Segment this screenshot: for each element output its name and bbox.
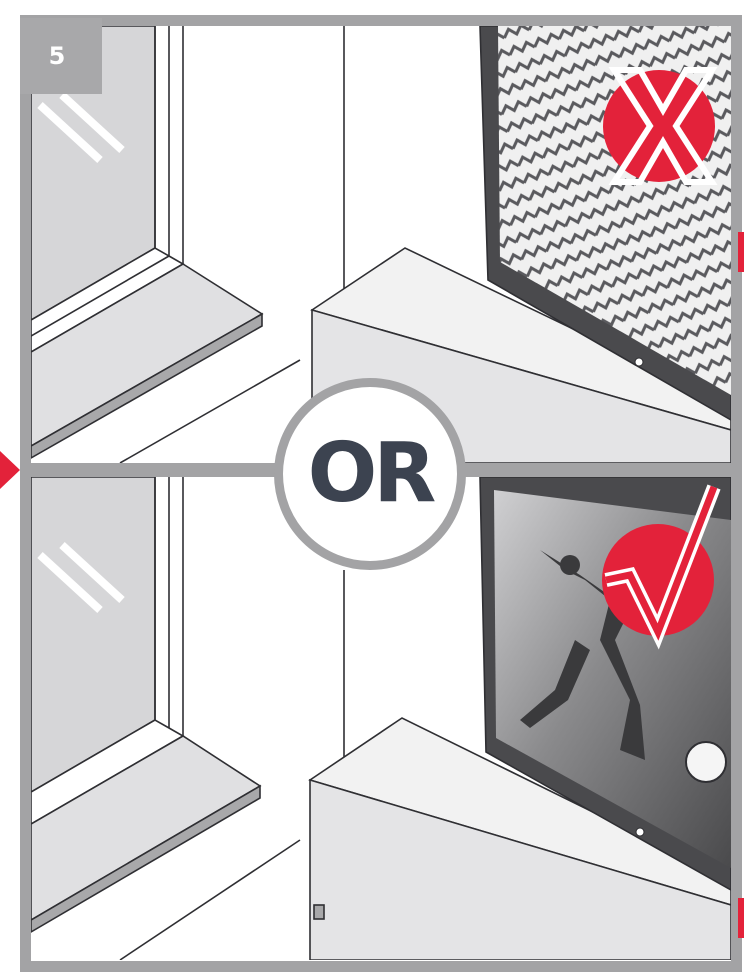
or-divider-badge: OR [274, 378, 466, 570]
or-label: OR [308, 433, 433, 515]
edge-mark [738, 898, 744, 938]
edge-mark [738, 232, 744, 272]
cross-icon [603, 70, 715, 182]
step-number-badge: 5 [20, 18, 102, 94]
arrow-left-icon [0, 451, 20, 489]
step-number: 5 [49, 42, 66, 70]
